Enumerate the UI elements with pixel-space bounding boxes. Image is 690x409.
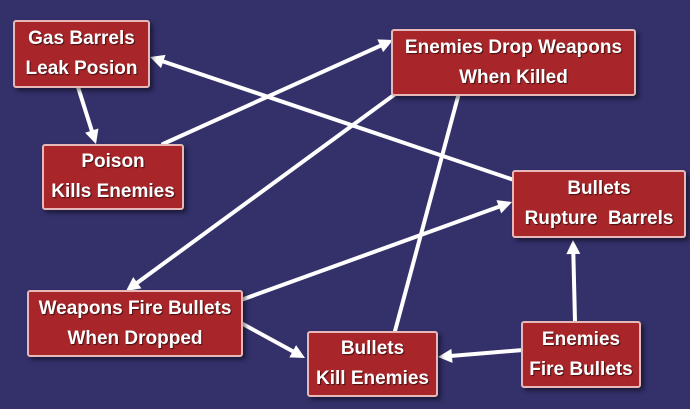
arrow-head [438, 348, 453, 363]
arrow-weapons-fire-to-bullets-kill [239, 321, 305, 358]
node-poison-line1: Poison [81, 151, 145, 172]
node-bullets-rupture-barrels: Bullets Rupture Barrels [512, 170, 686, 238]
arrow-shaft [449, 348, 525, 358]
node-weapons-fire-bullets: Weapons Fire Bullets When Dropped [27, 290, 243, 357]
node-poison: Poison Kills Enemies [42, 144, 184, 210]
arrow-head [85, 128, 99, 144]
node-gas-barrels-line2: Leak Posion [25, 58, 138, 79]
arrow-head [289, 345, 305, 358]
node-enemies-fire-bullets: Enemies Fire Bullets [521, 321, 641, 388]
arrow-poison-to-enemies-drop [161, 39, 393, 146]
arrow-head [377, 39, 393, 53]
arrow-enemies-fire-to-bullets-rupture [566, 240, 581, 323]
node-bullets-rupture-line2: Rupture Barrels [524, 208, 674, 229]
node-bullets-kill-line2: Kill Enemies [316, 368, 429, 389]
arrow-shaft [393, 89, 462, 333]
arrow-gas-barrels-to-poison [76, 85, 99, 144]
node-enemies-fire-line2: Fire Bullets [529, 358, 633, 380]
node-enemies-drop-line1: Enemies Drop Weapons [404, 36, 623, 58]
arrow-head [150, 54, 166, 69]
arrow-head [126, 277, 142, 291]
node-bullets-kill-line1: Bullets [340, 338, 405, 359]
arrow-shaft [239, 204, 501, 302]
arrow-shaft [135, 90, 400, 285]
node-gas-barrels-line1: Gas Barrels [28, 28, 135, 49]
arrow-head [496, 200, 512, 214]
arrow-bullets-rupture-to-gas-barrels [150, 54, 516, 182]
arrow-shaft [76, 85, 94, 133]
node-bullets-rupture-line1: Bullets [567, 178, 631, 199]
node-bullets-kill-enemies: Bullets Kill Enemies [307, 331, 438, 397]
node-weapons-fire-line1: Weapons Fire Bullets [38, 297, 232, 319]
arrow-shaft [161, 43, 383, 146]
arrow-weapons-fire-to-bullets-rupture [239, 200, 512, 302]
node-enemies-drop-line2: When Killed [459, 66, 568, 88]
arrow-shaft [239, 321, 295, 354]
arrow-head [566, 240, 581, 255]
arrow-enemies-drop-to-weapons-fire [126, 90, 400, 291]
node-gas-barrels: Gas Barrels Leak Posion [13, 20, 150, 88]
node-weapons-fire-line2: When Dropped [67, 327, 203, 349]
node-poison-line2: Kills Enemies [51, 181, 175, 202]
arrow-shaft [161, 59, 516, 182]
arrow-bullets-kill-to-enemies-drop [393, 78, 467, 333]
node-enemies-drop-weapons: Enemies Drop Weapons When Killed [391, 29, 636, 96]
arrow-shaft [571, 251, 577, 323]
node-enemies-fire-line1: Enemies [541, 328, 621, 350]
arrow-enemies-fire-to-bullets-kill [438, 348, 525, 363]
